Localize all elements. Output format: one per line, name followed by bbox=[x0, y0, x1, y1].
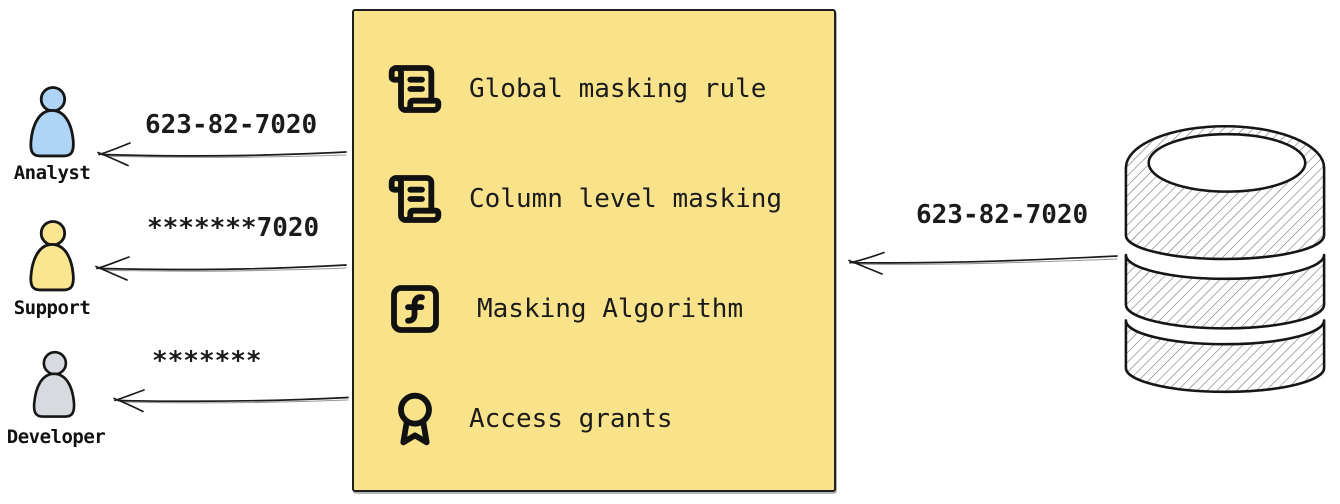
analyst-label: Analyst bbox=[13, 162, 91, 184]
support-person-icon bbox=[29, 220, 75, 292]
scroll-text-icon bbox=[387, 171, 443, 227]
arrow-box-to-developer bbox=[113, 389, 349, 413]
masking-box-row: Column level masking bbox=[387, 169, 814, 229]
function-square-icon bbox=[387, 281, 443, 337]
analyst-value-label: 623-82-7020 bbox=[145, 110, 318, 140]
analyst-person-icon bbox=[29, 86, 75, 158]
masking-box-row: Access grants bbox=[387, 389, 814, 449]
masking-box-row: Global masking rule bbox=[387, 59, 814, 119]
masking-rules-panel: Global masking rule Column level masking bbox=[352, 9, 836, 492]
developer-person-icon bbox=[32, 350, 76, 418]
arrow-box-to-support bbox=[95, 256, 347, 281]
masking-item-label: Masking Algorithm bbox=[477, 294, 744, 324]
scroll-text-icon bbox=[387, 61, 443, 117]
support-label: Support bbox=[13, 297, 91, 319]
masking-box-row: Masking Algorithm bbox=[387, 279, 814, 339]
developer-label: Developer bbox=[6, 426, 106, 448]
support-value-label: *******7020 bbox=[147, 213, 320, 243]
database-value-label: 623-82-7020 bbox=[916, 200, 1089, 230]
masking-item-label: Column level masking bbox=[469, 184, 783, 214]
arrow-box-to-analyst bbox=[97, 142, 347, 167]
arrow-database-to-box bbox=[848, 251, 1118, 275]
database-icon bbox=[1124, 124, 1326, 394]
award-icon bbox=[387, 391, 443, 447]
developer-value-label: ******* bbox=[152, 346, 262, 376]
masking-item-label: Access grants bbox=[469, 404, 673, 434]
masking-item-label: Global masking rule bbox=[469, 74, 767, 104]
